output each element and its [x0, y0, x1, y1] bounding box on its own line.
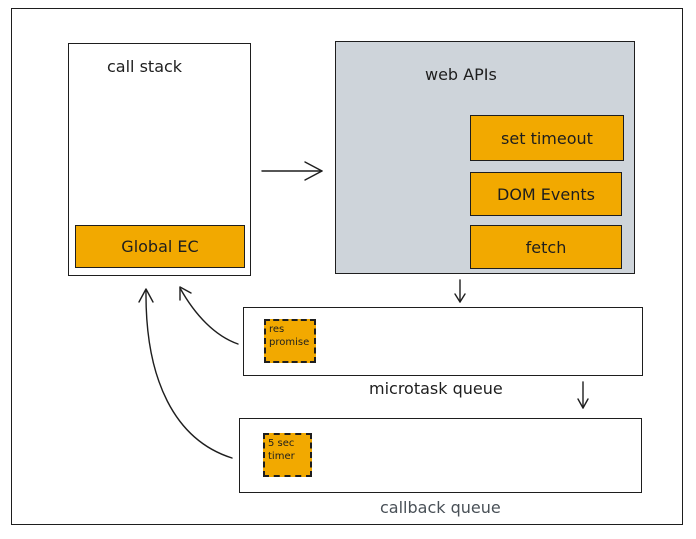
arrow-microtask-to-callstack	[179, 286, 239, 345]
web-apis-title: web APIs	[425, 65, 497, 84]
arrow-microtask-to-callback	[577, 381, 589, 409]
arrow-callback-to-callstack	[138, 288, 233, 459]
call-stack-title: call stack	[107, 57, 183, 76]
set-timeout-block: set timeout	[470, 115, 624, 161]
arrow-callstack-to-webapis	[261, 161, 323, 181]
callback-queue-box: 5 sec timer	[239, 418, 642, 493]
microtask-queue-box: res promise	[243, 307, 643, 376]
diagram-frame	[11, 8, 683, 525]
fetch-block: fetch	[470, 225, 622, 269]
dom-events-block: DOM Events	[470, 172, 622, 216]
arrow-webapis-to-microtask	[454, 279, 466, 303]
global-ec-block: Global EC	[75, 225, 245, 268]
web-apis-box: web APIs set timeout DOM Events fetch	[335, 41, 635, 274]
call-stack-box: call stack Global EC	[68, 43, 251, 276]
microtask-queue-label: microtask queue	[369, 379, 503, 398]
callback-queue-label: callback queue	[380, 498, 501, 517]
five-sec-timer-item: 5 sec timer	[263, 433, 312, 477]
res-promise-item: res promise	[264, 319, 316, 363]
